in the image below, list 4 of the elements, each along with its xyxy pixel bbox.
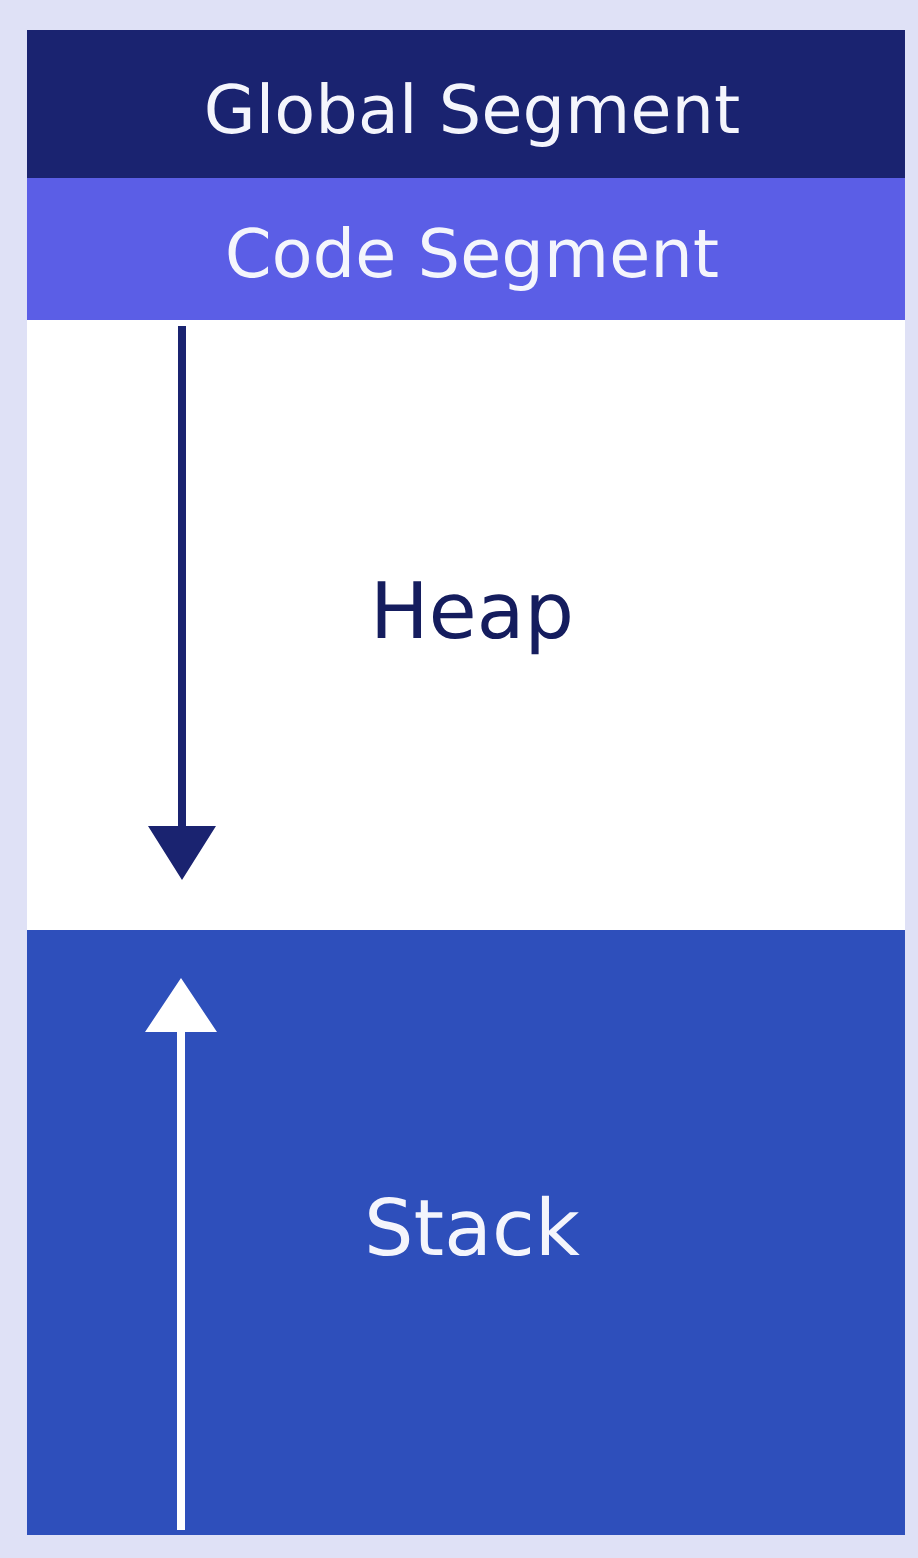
memory-segment-band: Code Segment (27, 178, 905, 320)
memory-segment-band: Stack (27, 930, 905, 1535)
memory-segment-band: Heap (27, 320, 905, 930)
memory-segment-band: Global Segment (27, 30, 905, 178)
